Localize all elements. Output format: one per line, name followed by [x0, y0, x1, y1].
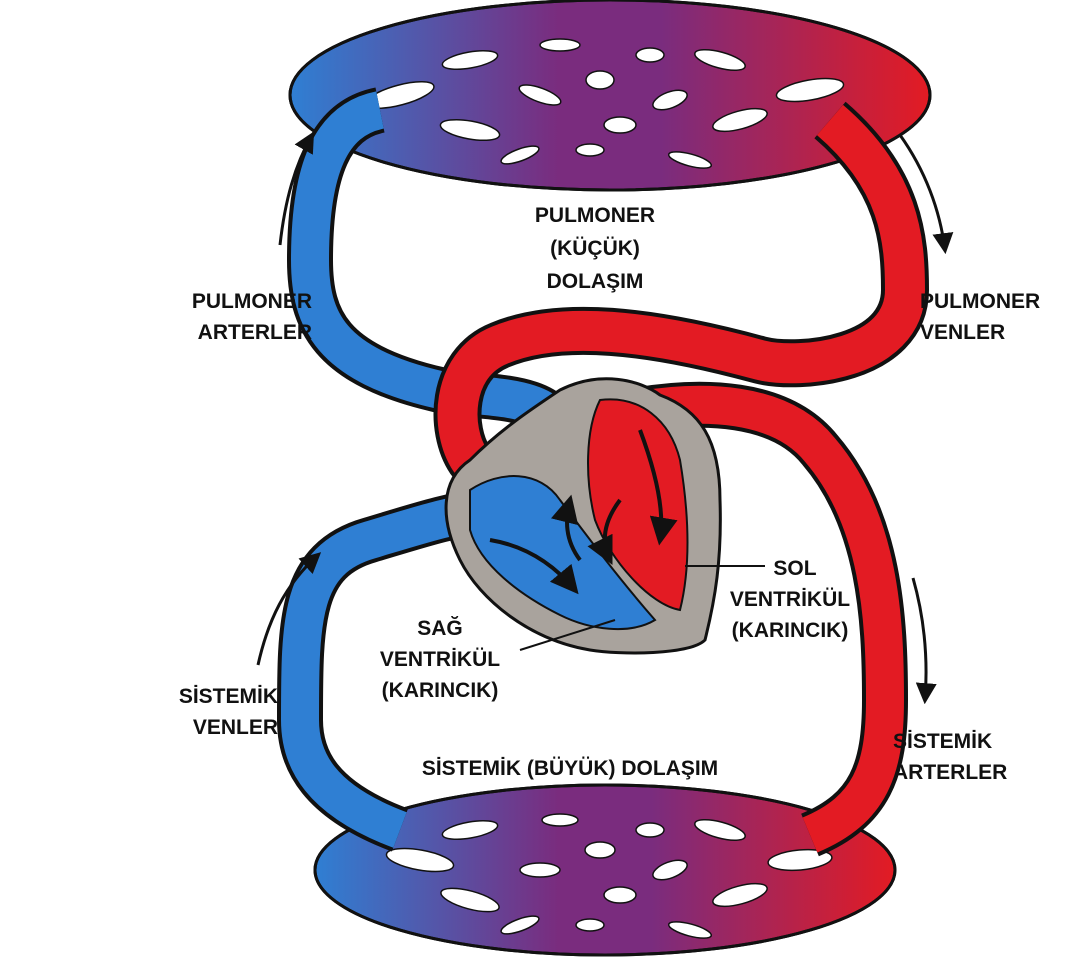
right-ventricle-line-2: VENTRİKÜL	[380, 648, 500, 671]
right-ventricle-line-1: SAĞ	[417, 616, 463, 640]
left-ventricle-line-3: (KARINCIK)	[732, 619, 849, 642]
systemic-arteries-line-2: ARTERLER	[893, 761, 1007, 784]
systemic-veins-line-2: VENLER	[193, 716, 278, 739]
systemic-arteries-line-1: SİSTEMİK	[893, 730, 992, 753]
pulmonary-circulation-line-3: DOLAŞIM	[547, 270, 644, 293]
right-ventricle-line-3: (KARINCIK)	[382, 679, 499, 702]
systemic-veins-line-1: SİSTEMİK	[179, 685, 278, 708]
pulmonary-veins-line-1: PULMONER	[920, 290, 1040, 313]
left-ventricle-line-2: VENTRİKÜL	[730, 588, 850, 611]
pulmonary-arteries-line-2: ARTERLER	[198, 321, 312, 344]
left-ventricle-line-1: SOL	[773, 557, 816, 580]
pulmonary-capillary-bed	[290, 0, 930, 190]
systemic-artery-arrow	[913, 578, 926, 700]
systemic-circulation-label: SİSTEMİK (BÜYÜK) DOLAŞIM	[422, 757, 718, 780]
pulmonary-circulation-line-1: PULMONER	[535, 204, 655, 227]
pulmonary-circulation-line-2: (KÜÇÜK)	[550, 237, 640, 260]
pulmonary-arteries-line-1: PULMONER	[192, 290, 312, 313]
heart	[446, 379, 720, 653]
pulmonary-veins-line-2: VENLER	[920, 321, 1005, 344]
